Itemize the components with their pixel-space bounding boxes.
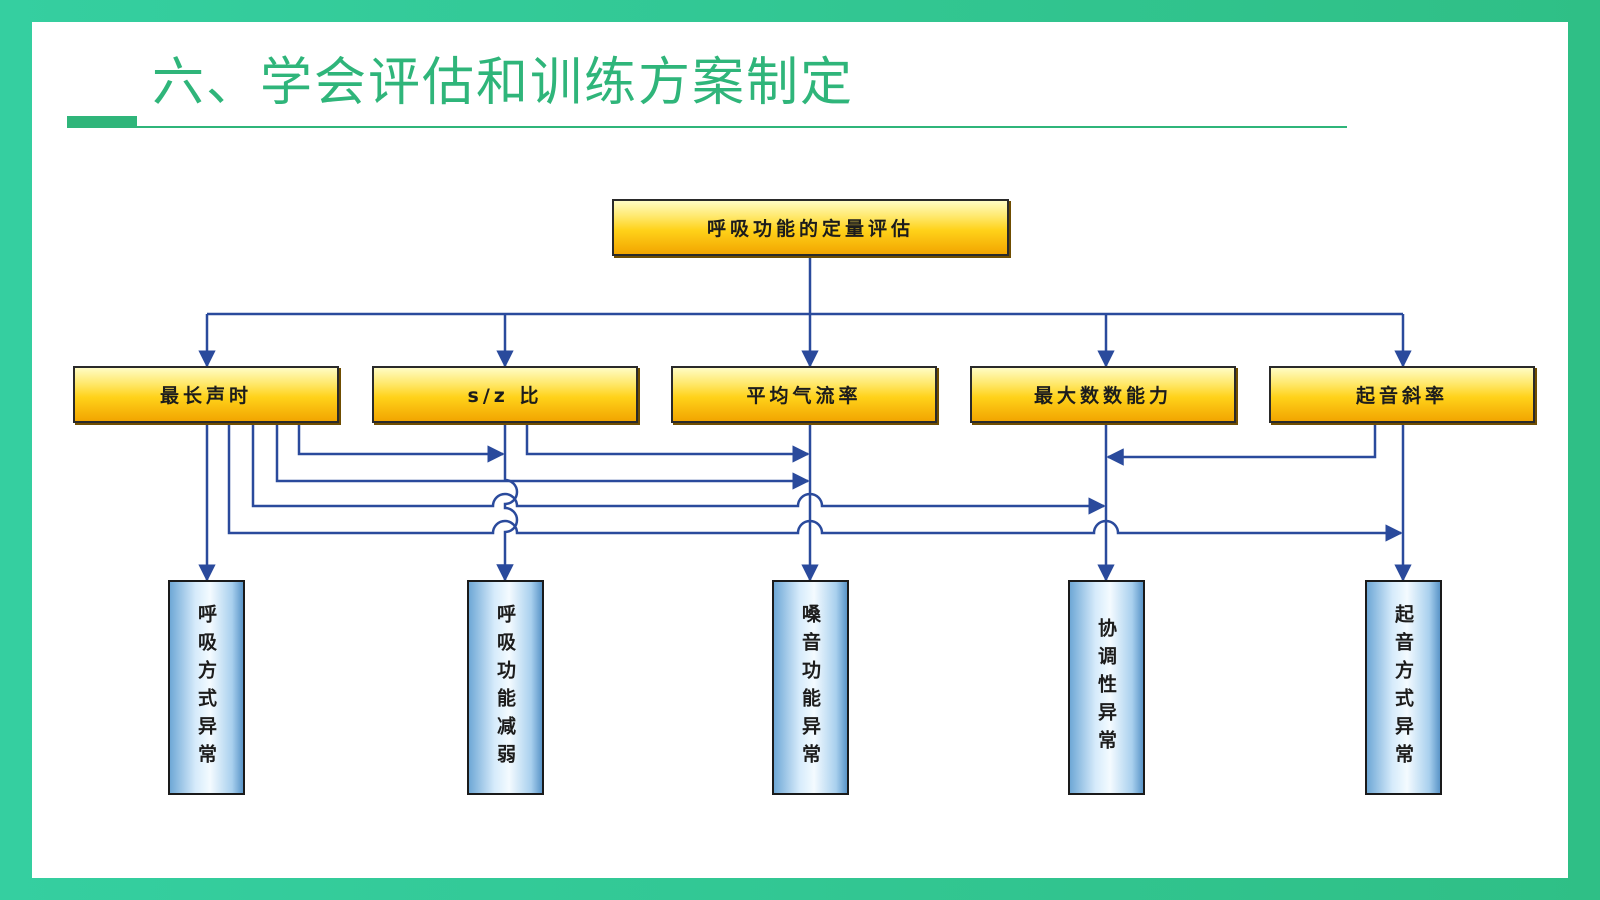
outcome-label: 呼吸方式异常 xyxy=(195,603,217,772)
measure-box-max-counting: 最大数数能力 xyxy=(970,366,1236,423)
outcome-box-respiratory-weakness: 呼吸功能减弱 xyxy=(467,580,544,795)
outcome-box-onset-pattern: 起音方式异常 xyxy=(1365,580,1442,795)
measure-box-mean-airflow: 平均气流率 xyxy=(671,366,937,423)
outcome-label: 协调性异常 xyxy=(1095,617,1117,758)
title-underline xyxy=(67,126,1347,128)
slide-title: 六、学会评估和训练方案制定 xyxy=(152,53,855,113)
outcome-box-coordination: 协调性异常 xyxy=(1068,580,1145,795)
root-box: 呼吸功能的定量评估 xyxy=(612,199,1009,256)
outcome-box-voice-function: 嗓音功能异常 xyxy=(772,580,849,795)
outcome-box-breathing-pattern: 呼吸方式异常 xyxy=(168,580,245,795)
measure-box-onset-slope: 起音斜率 xyxy=(1269,366,1535,423)
title-accent-bar xyxy=(67,116,137,128)
measure-box-max-phonation-time: 最长声时 xyxy=(73,366,339,423)
outcome-label: 起音方式异常 xyxy=(1392,603,1414,772)
outcome-label: 呼吸功能减弱 xyxy=(494,603,516,772)
measure-box-sz-ratio: s/z 比 xyxy=(372,366,638,423)
outcome-label: 嗓音功能异常 xyxy=(799,603,821,772)
